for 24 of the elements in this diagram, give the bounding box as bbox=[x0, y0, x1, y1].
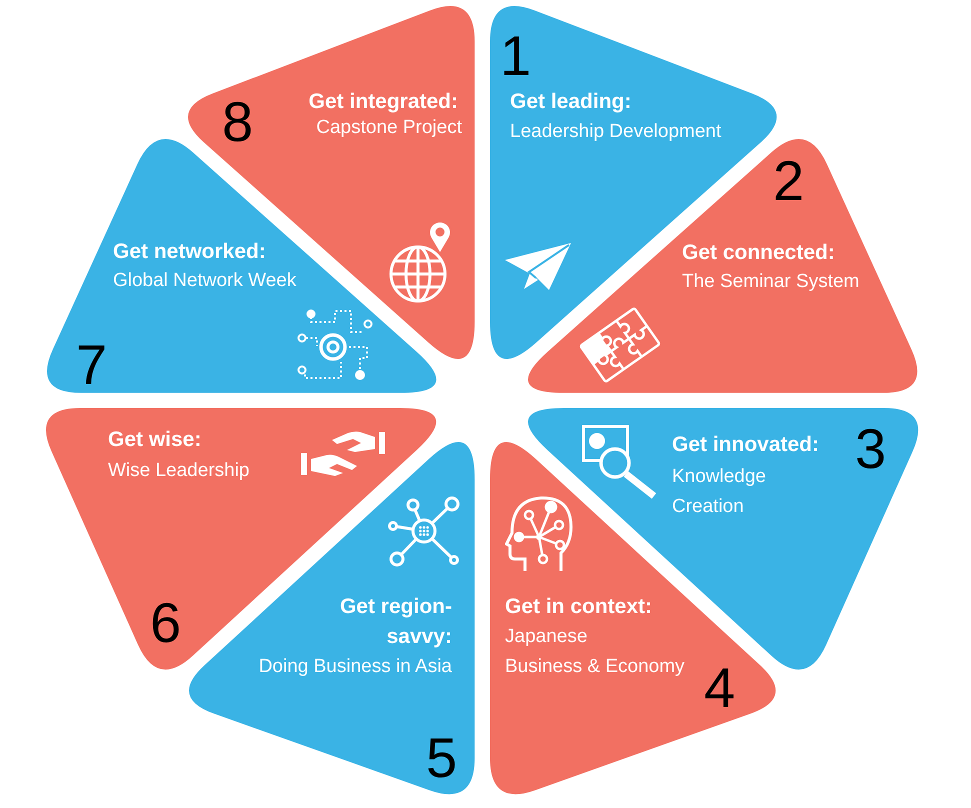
step-number: 5 bbox=[426, 730, 458, 786]
step-heading: Get integrated: bbox=[308, 88, 458, 115]
step-number: 1 bbox=[500, 28, 532, 84]
step-number: 4 bbox=[704, 660, 736, 716]
step-heading: Get networked: bbox=[112, 238, 266, 265]
step-heading: Get in context: bbox=[505, 594, 652, 620]
step-heading: Get innovated: bbox=[672, 432, 819, 458]
step-description: Knowledge Creation bbox=[672, 465, 766, 519]
step-description: Japanese Business & Economy bbox=[505, 624, 686, 679]
step-number: 7 bbox=[76, 336, 108, 393]
step-heading: Get connected: bbox=[682, 240, 835, 266]
step-description: The Seminar System bbox=[682, 270, 860, 294]
step-heading: Get region-savvy: bbox=[338, 594, 452, 650]
step-number: 3 bbox=[854, 421, 886, 477]
step-description: Wise Leadership bbox=[108, 459, 250, 483]
step-number: 8 bbox=[222, 94, 254, 150]
step-number: 6 bbox=[150, 595, 182, 651]
step-description: Capstone Project bbox=[316, 116, 462, 140]
step-description: Doing Business in Asia bbox=[258, 654, 452, 679]
step-heading: Get wise: bbox=[108, 427, 202, 453]
step-description: Leadership Development bbox=[510, 120, 722, 144]
step-number: 2 bbox=[772, 152, 804, 209]
step-description: Global Network Week bbox=[112, 268, 296, 293]
step-heading: Get leading: bbox=[510, 88, 632, 115]
